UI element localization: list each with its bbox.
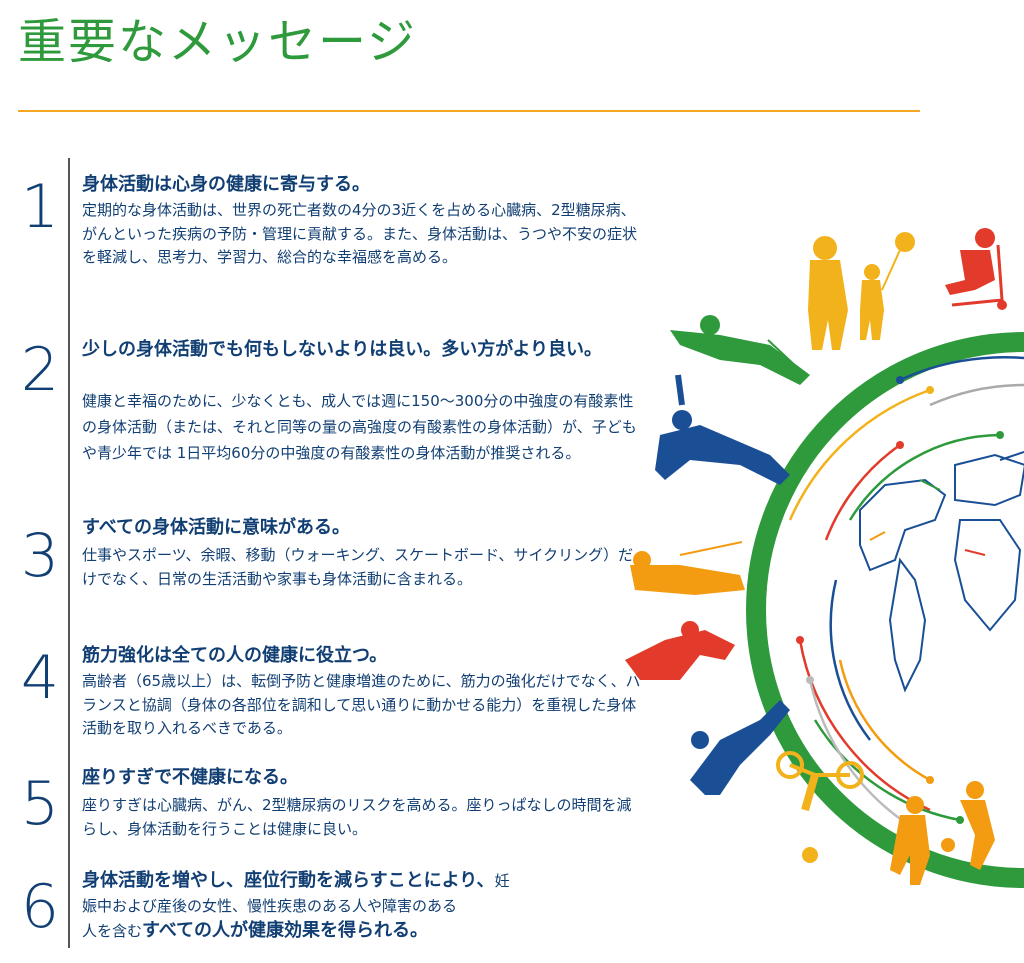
- message-number: 5: [20, 769, 60, 839]
- world-map-icon: [859, 451, 1024, 693]
- message-body: 定期的な身体活動は、世界の死亡者数の4分の3近くを占める心臓病、2型糖尿病、がん…: [82, 201, 638, 266]
- message-body-strong: すべての人が健康効果を得られる。: [142, 919, 429, 941]
- message-heading-tail: 妊: [494, 872, 510, 890]
- orbit-dots: [796, 376, 1004, 824]
- message-heading: 身体活動は心身の健康に寄与する。: [82, 174, 370, 195]
- dancing-person-icon: [625, 621, 735, 680]
- globe-illustration: [625, 228, 1024, 888]
- message-number: 4: [20, 643, 60, 713]
- jumping-person-icon: [655, 374, 790, 485]
- message-heading: 座りすぎで不健康になる。: [82, 767, 298, 788]
- message-body: 座りすぎは心臓病、がん、2型糖尿病のリスクを高める。座りっぱなしの時間を減らし、…: [82, 796, 632, 838]
- message-heading: 身体活動を増やし、座位行動を減らすことにより、妊: [82, 869, 642, 893]
- globe-disc: [769, 355, 1024, 865]
- title-divider: [18, 110, 920, 112]
- message-number: 6: [20, 872, 60, 942]
- message-heading: すべての身体活動に意味がある。: [82, 517, 351, 538]
- message-heading: 筋力強化は全ての人の健康に役立つ。: [82, 645, 388, 666]
- message-heading: 少しの身体活動でも何もしないよりは良い。多い方がより良い。: [82, 339, 603, 360]
- walking-elders-icon: [808, 232, 915, 350]
- message-number: 3: [20, 521, 60, 591]
- cyclist-icon: [776, 751, 864, 863]
- message-body-text: 娠中および産後の女性、慢性疾患のある人や障害のある: [82, 897, 458, 915]
- message-number: 2: [20, 335, 60, 405]
- message-body: 健康と幸福のために、少なくとも、成人では週に150〜300分の中強度の有酸素性の…: [82, 392, 637, 462]
- skipping-person-icon: [670, 315, 810, 385]
- page-title: 重要なメッセージ: [18, 14, 418, 70]
- number-column-divider: [68, 158, 70, 948]
- message-body: 高齢者（65歳以上）は、転倒予防と健康増進のために、筋力の強化だけでなく、バラン…: [82, 672, 641, 737]
- message-heading-text: 身体活動を増やし、座位行動を減らすことにより、: [82, 870, 495, 891]
- running-person-icon: [690, 700, 790, 795]
- fishing-person-icon: [630, 541, 745, 595]
- message-body: 仕事やスポーツ、余暇、移動（ウォーキング、スケートボード、サイクリング）だけでな…: [82, 546, 634, 588]
- message-number: 1: [20, 172, 60, 242]
- message-body: 娠中および産後の女性、慢性疾患のある人や障害のある 人を含むすべての人が健康効果…: [82, 895, 642, 943]
- green-ring: [746, 332, 1024, 888]
- message-body-lead: 人を含む: [82, 921, 143, 940]
- scooter-child-icon: [945, 228, 1007, 310]
- soccer-players-icon: [890, 781, 995, 885]
